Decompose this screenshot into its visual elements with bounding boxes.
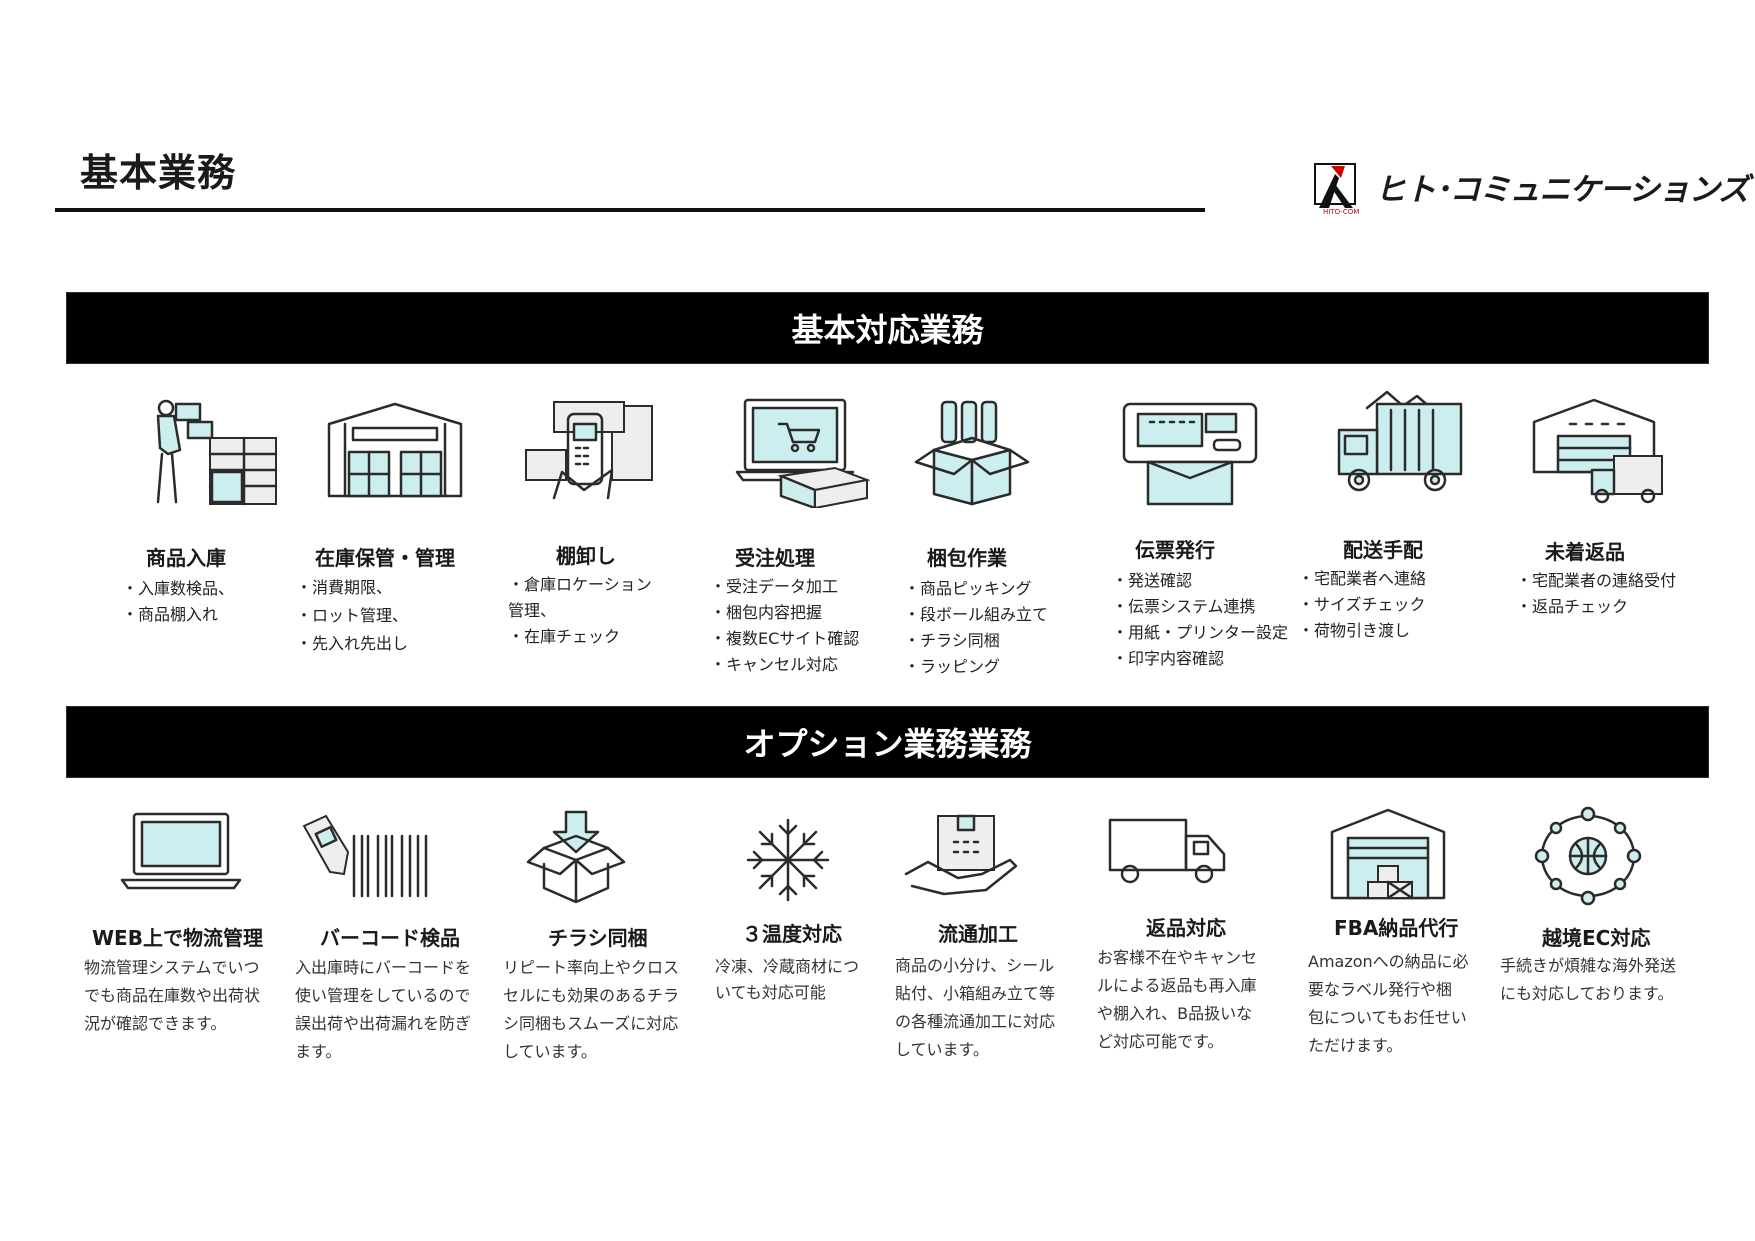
logo-wordmark: ヒト･コミュニケーションズ	[1375, 172, 1749, 208]
returns-warehouse-icon	[1530, 396, 1668, 506]
label-printer-icon	[1120, 400, 1260, 508]
option-description: 商品の小分け、シール 貼付、小箱組み立て等 の各種流通加工に対応 しています。	[895, 956, 1056, 1059]
title-underline	[55, 208, 1205, 212]
service-title: 商品入庫	[146, 546, 226, 570]
option-description: お客様不在やキャンセ ルによる返品も再入庫 や棚入れ、B品扱いな ど対応可能です…	[1097, 948, 1258, 1051]
option-services-banner: オプション業務業務	[66, 706, 1709, 778]
option-title: バーコード検品	[320, 926, 460, 950]
option-title: 返品対応	[1146, 916, 1226, 940]
handheld-scanner-icon	[524, 400, 654, 500]
service-title: 在庫保管・管理	[315, 546, 455, 570]
hand-package-icon	[904, 812, 1020, 900]
option-title: FBA納品代行	[1334, 916, 1459, 940]
option-title: 越境EC対応	[1542, 926, 1651, 950]
option-description: 手続きが煩雑な海外発送 にも対応しております。	[1500, 956, 1677, 1003]
service-bullets: 宅配業者へ連絡 サイズチェック 荷物引き渡し	[1298, 566, 1426, 644]
truck-icon	[1108, 816, 1228, 886]
company-logo: ヒト･コミュニケーションズ HITO-COM	[1305, 162, 1749, 218]
option-description: 冷凍、冷蔵商材につ いても対応可能	[715, 957, 860, 1002]
option-title: ３温度対応	[742, 922, 842, 946]
service-title: 受注処理	[735, 546, 815, 570]
option-description: 入出庫時にバーコードを 使い管理をしているので 誤出荷や出荷漏れを防ぎ ます。	[295, 958, 472, 1061]
global-network-icon	[1534, 806, 1642, 906]
warehouse-icon	[325, 400, 465, 498]
service-bullets: 受注データ加工 梱包内容把握 複数ECサイト確認 キャンセル対応	[710, 574, 859, 678]
service-title: 未着返品	[1545, 540, 1625, 564]
option-title: 流通加工	[938, 922, 1018, 946]
service-title: 伝票発行	[1135, 538, 1215, 562]
option-title: チラシ同梱	[548, 926, 648, 950]
service-title: 配送手配	[1343, 538, 1423, 562]
laptop-icon	[120, 810, 242, 890]
packing-box-icon	[912, 398, 1030, 506]
online-order-icon	[735, 398, 870, 508]
service-title: 棚卸し	[556, 544, 616, 568]
option-description: リピート率向上やクロス セルにも効果のあるチラ シ同梱もスムーズに対応 していま…	[503, 958, 680, 1061]
fba-warehouse-icon	[1330, 808, 1446, 900]
basic-services-banner: 基本対応業務	[66, 292, 1709, 364]
flyer-box-icon	[524, 808, 628, 904]
warehouse-worker-icon	[140, 398, 280, 506]
service-bullets: 消費期限、 ロット管理、 先入れ先出し	[296, 574, 408, 658]
service-bullets: 宅配業者の連絡受付 返品チェック	[1516, 568, 1676, 620]
service-bullets: 入庫数検品、 商品棚入れ	[122, 576, 234, 628]
snowflake-icon	[744, 816, 832, 904]
option-description: 物流管理システムでいつ でも商品在庫数や出荷状 況が確認できます。	[84, 958, 261, 1033]
service-title: 梱包作業	[927, 546, 1007, 570]
person-logo-icon	[1314, 163, 1356, 208]
service-bullets: 倉庫ロケーション 管理、 在庫チェック	[508, 572, 652, 650]
option-title: WEB上で物流管理	[92, 926, 263, 950]
service-bullets: 発送確認 伝票システム連携 用紙・プリンター設定 印字内容確認	[1112, 568, 1288, 672]
service-bullets: 商品ピッキング 段ボール組み立て チラシ同梱 ラッピング	[904, 576, 1048, 680]
option-description: Amazonへの納品に必 要なラベル発行や梱 包についてもお任せい ただけます。	[1308, 952, 1469, 1055]
page-title: 基本業務	[80, 151, 237, 195]
delivery-truck-icon	[1337, 390, 1463, 496]
barcode-scanner-icon	[296, 812, 432, 898]
logo-subtext: HITO-COM	[1323, 208, 1360, 216]
